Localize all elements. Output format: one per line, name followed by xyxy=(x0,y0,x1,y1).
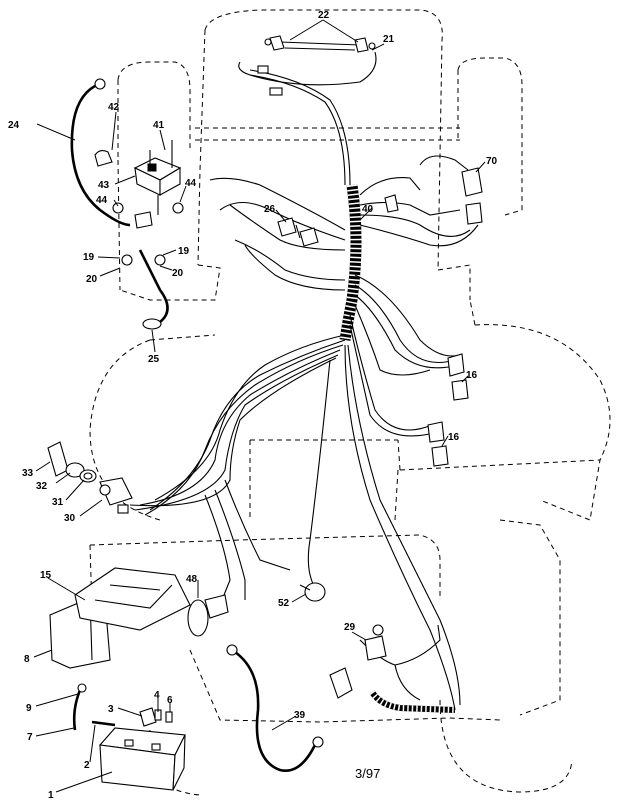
switch-48 xyxy=(187,594,229,637)
callout-31: 31 xyxy=(52,497,64,508)
callout-2: 2 xyxy=(84,760,90,771)
battery-hold-down xyxy=(74,567,191,631)
callout-48: 48 xyxy=(186,574,198,585)
callout-9: 9 xyxy=(26,703,32,714)
callout-32: 32 xyxy=(36,481,48,492)
callout-52: 52 xyxy=(278,598,290,609)
headlight-connectors xyxy=(257,35,376,96)
callout-16-lower: 16 xyxy=(448,432,460,443)
chassis-outline xyxy=(89,9,611,796)
callout-22: 22 xyxy=(318,10,330,21)
callout-8: 8 xyxy=(24,654,30,665)
callout-labels: 22 21 42 41 24 43 44 44 19 19 20 20 25 2… xyxy=(8,10,498,801)
callout-1: 1 xyxy=(48,790,54,801)
callout-4: 4 xyxy=(154,690,160,701)
solenoid xyxy=(94,140,184,229)
fuse-holder xyxy=(277,217,319,247)
callout-30: 30 xyxy=(64,513,76,524)
battery-cable xyxy=(226,644,324,772)
ground-cable xyxy=(121,249,169,330)
callout-15: 15 xyxy=(40,570,52,581)
callout-41: 41 xyxy=(153,120,165,131)
battery-small-cables xyxy=(72,683,173,731)
callout-3: 3 xyxy=(108,704,114,715)
leader-lines xyxy=(33,19,486,793)
callout-39: 39 xyxy=(294,710,306,721)
callout-24: 24 xyxy=(8,120,20,131)
callout-20-left: 20 xyxy=(86,274,98,285)
callout-7: 7 xyxy=(27,732,33,743)
switch-52 xyxy=(299,582,326,602)
callout-40: 40 xyxy=(362,204,374,215)
callout-43: 43 xyxy=(98,180,110,191)
ground-strap xyxy=(70,78,131,227)
callout-70: 70 xyxy=(486,156,498,167)
callout-42: 42 xyxy=(108,102,120,113)
callout-26: 26 xyxy=(264,204,276,215)
callout-19-left: 19 xyxy=(83,252,95,263)
wire-harness xyxy=(129,41,479,711)
date-code: 3/97 xyxy=(355,766,380,781)
ignition-switch xyxy=(47,441,133,514)
seat-switch xyxy=(364,624,387,661)
connector-16 xyxy=(427,353,469,467)
connector-70 xyxy=(384,167,483,225)
callout-44-left: 44 xyxy=(96,195,108,206)
callout-44-right: 44 xyxy=(185,178,197,189)
callout-19-right: 19 xyxy=(178,246,190,257)
callout-16-upper: 16 xyxy=(466,370,478,381)
callout-6: 6 xyxy=(167,695,173,706)
callout-21: 21 xyxy=(383,34,395,45)
coiled-cord xyxy=(329,667,456,713)
callout-20-right: 20 xyxy=(172,268,184,279)
wire-loom xyxy=(339,184,362,341)
callout-33: 33 xyxy=(22,468,34,479)
callout-29: 29 xyxy=(344,622,356,633)
battery xyxy=(98,727,186,791)
callout-25: 25 xyxy=(148,354,160,365)
